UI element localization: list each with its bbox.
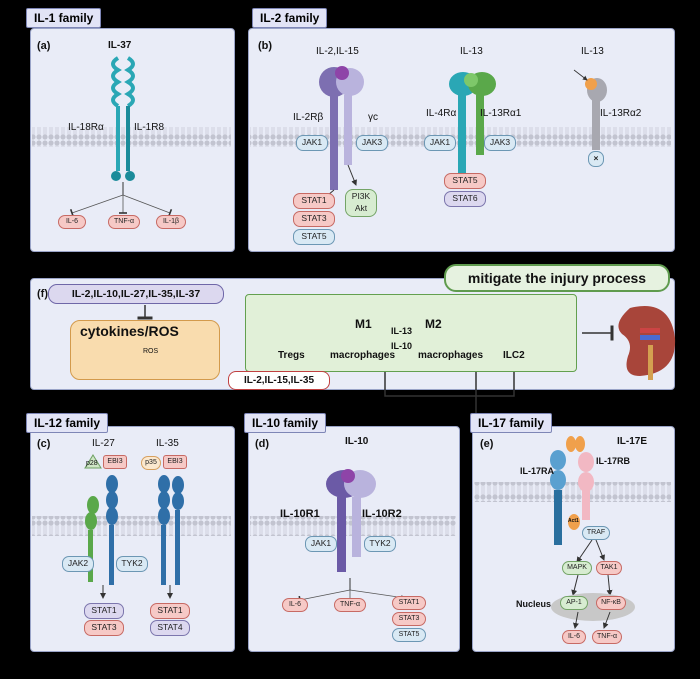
il17e-label: IL-17E	[617, 436, 648, 447]
stat4-il35: STAT4	[150, 620, 190, 636]
jak1-il2: JAK1	[296, 135, 328, 151]
tak1-node: TAK1	[596, 561, 622, 575]
stat1-il2: STAT1	[293, 193, 335, 209]
m1-macrophages-label: macrophages	[330, 350, 396, 361]
nfkb-node: NF-κB	[596, 596, 626, 610]
il2-receptor-graphic	[315, 66, 607, 206]
il2-il15-label: IL-2,IL-15	[316, 46, 359, 57]
il2rb-label: IL-2Rβ	[293, 112, 324, 123]
jak3-il13: JAK3	[484, 135, 516, 151]
il37-label: IL-37	[108, 40, 132, 51]
il6-output: IL-6	[58, 215, 86, 229]
panel-il12	[30, 426, 235, 652]
stat1-il10: STAT1	[392, 596, 426, 610]
il13ra1-label: IL-13Rα1	[480, 108, 522, 119]
stat5-il2: STAT5	[293, 229, 335, 245]
il17rb-label: IL-17RB	[596, 456, 631, 466]
gc-label: γc	[368, 112, 378, 123]
panel-b-label: (b)	[258, 40, 273, 52]
blocked-signal: ×	[588, 151, 604, 167]
panel-e-label: (e)	[480, 438, 494, 450]
p28-label: p28	[86, 460, 98, 467]
panel-a-label: (a)	[37, 40, 51, 52]
il4ra-label: IL-4Rα	[426, 108, 457, 119]
ebi3-il35: EBI3	[163, 455, 187, 469]
pi3k-akt: PI3K Akt	[345, 189, 377, 217]
tnfa-output: TNF-α	[108, 215, 140, 229]
ap1-node: AP-1	[560, 596, 588, 610]
stat6-il13: STAT6	[444, 191, 486, 207]
il10-family-tag: IL-10 family	[244, 413, 327, 433]
il10-label: IL-10	[345, 436, 369, 447]
stat1-il35: STAT1	[150, 603, 190, 619]
il18ra-label: IL-18Rα	[68, 122, 104, 133]
panel-f-label: (f)	[37, 288, 48, 300]
ilc2-label: ILC2	[503, 350, 525, 361]
panel-d-label: (d)	[255, 438, 270, 450]
il27-label: IL-27	[92, 438, 115, 449]
il1b-output: IL-1β	[156, 215, 186, 229]
stat3-il2: STAT3	[293, 211, 335, 227]
mitigate-banner: mitigate the injury process	[444, 264, 670, 292]
jak1-il13: JAK1	[424, 135, 456, 151]
p35-il35: p35	[141, 456, 161, 470]
il10-arrow-label: IL-10	[391, 341, 413, 351]
stat3-il27: STAT3	[84, 620, 124, 636]
il10r2-label: IL-10R2	[362, 508, 402, 520]
il1-receptor-graphic	[69, 56, 173, 218]
cell-box	[245, 294, 577, 372]
jak1-il10: JAK1	[305, 536, 337, 552]
ros-label: ROS	[143, 348, 159, 355]
il1-family-tag: IL-1 family	[26, 8, 102, 28]
il13-arrow-label: IL-13	[391, 326, 413, 336]
il2-family-tag: IL-2 family	[252, 8, 328, 28]
tyk2-il10: TYK2	[364, 536, 396, 552]
il35-label: IL-35	[156, 438, 179, 449]
cytokines-box	[70, 320, 220, 380]
stat3-il10: STAT3	[392, 612, 426, 626]
il10r1-label: IL-10R1	[280, 508, 320, 520]
il6-il10-output: IL-6	[282, 598, 308, 612]
nucleus-label: Nucleus	[516, 599, 552, 609]
tregs-label: Tregs	[278, 350, 305, 361]
tnfa-il17-output: TNF-α	[592, 630, 622, 644]
m2-label: M2	[425, 317, 442, 331]
act1-label: Act1	[568, 518, 579, 524]
il13-label-1: IL-13	[460, 46, 483, 57]
stat5-il13: STAT5	[444, 173, 486, 189]
il13ra2-label: IL-13Rα2	[600, 108, 642, 119]
il13-label-2: IL-13	[581, 46, 604, 57]
tnfa-il10-output: TNF-α	[334, 598, 366, 612]
traf-node: TRAF	[582, 526, 610, 540]
mapk-node: MAPK	[562, 561, 592, 575]
il6-il17-output: IL-6	[562, 630, 586, 644]
il1r8-label: IL-1R8	[134, 122, 165, 133]
panel-c-label: (c)	[37, 438, 51, 450]
cytokines-ros-label: cytokines/ROS	[80, 323, 179, 339]
il12-family-tag: IL-12 family	[26, 413, 109, 433]
jak3-il2: JAK3	[356, 135, 388, 151]
m2-macrophages-label: macrophages	[418, 350, 484, 361]
inhibitors-top: IL-2,IL-10,IL-27,IL-35,IL-37	[48, 284, 224, 304]
inhibitors-bottom: IL-2,IL-15,IL-35	[228, 371, 330, 390]
m1-label: M1	[355, 317, 372, 331]
il17ra-label: IL-17RA	[520, 466, 555, 476]
stat1-il27: STAT1	[84, 603, 124, 619]
jak2-il12: JAK2	[62, 556, 94, 572]
il17-family-tag: IL-17 family	[470, 413, 553, 433]
tyk2-il12: TYK2	[116, 556, 148, 572]
ebi3-il27: EBI3	[103, 455, 127, 469]
stat5-il10: STAT5	[392, 628, 426, 642]
